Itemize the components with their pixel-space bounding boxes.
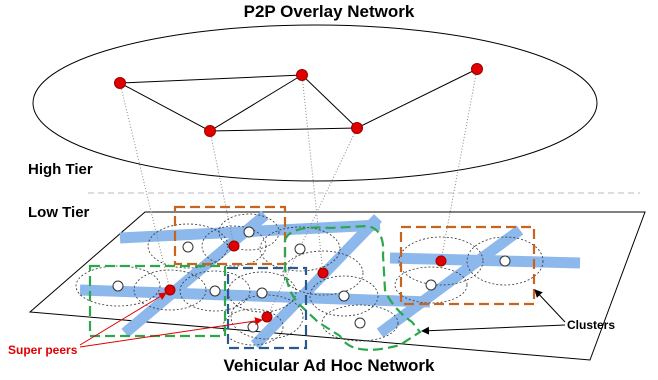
super-peer-nodes bbox=[164, 240, 447, 323]
vehicle-node bbox=[247, 321, 259, 333]
overlay-ellipse bbox=[32, 24, 598, 182]
range-circles bbox=[75, 213, 544, 346]
overlay-node bbox=[296, 69, 308, 81]
vehicle-node bbox=[209, 285, 221, 297]
vehicle-node bbox=[499, 255, 511, 267]
overlay-node bbox=[114, 77, 126, 89]
vehicle-node bbox=[294, 243, 306, 255]
cluster-green-middle bbox=[283, 224, 422, 351]
vehicle-node bbox=[354, 317, 366, 329]
vanet-title: Vehicular Ad Hoc Network bbox=[223, 356, 435, 375]
overlay-node bbox=[351, 122, 363, 134]
overlay-node bbox=[471, 63, 483, 75]
overlay-nodes bbox=[114, 63, 483, 137]
vehicle-node bbox=[182, 241, 194, 253]
vehicle-node bbox=[112, 280, 124, 292]
clusters-arrows bbox=[421, 289, 566, 335]
clusters-label: Clusters bbox=[567, 318, 616, 332]
cluster-blue bbox=[226, 266, 308, 350]
overlay-links bbox=[119, 68, 478, 132]
vehicles bbox=[112, 226, 511, 333]
super-peer-node bbox=[228, 240, 240, 252]
low-tier-label: Low Tier bbox=[28, 204, 90, 221]
overlay-node bbox=[204, 125, 216, 137]
vehicle-node bbox=[256, 287, 268, 299]
cluster-orange-top bbox=[173, 205, 287, 266]
overlay-title: P2P Overlay Network bbox=[243, 2, 415, 21]
super-peer-node bbox=[317, 267, 329, 279]
projection-lines bbox=[119, 68, 478, 318]
super-peers-arrows bbox=[79, 292, 263, 348]
super-peers-label: Super peers bbox=[8, 343, 78, 357]
super-peer-node bbox=[164, 284, 176, 296]
cluster-orange-right bbox=[399, 225, 536, 306]
vehicle-node bbox=[243, 226, 255, 238]
super-peer-node bbox=[435, 255, 447, 267]
super-peer-node bbox=[261, 311, 273, 323]
vehicle-node bbox=[338, 290, 350, 302]
vehicle-node bbox=[425, 279, 437, 291]
high-tier-label: High Tier bbox=[28, 161, 93, 178]
